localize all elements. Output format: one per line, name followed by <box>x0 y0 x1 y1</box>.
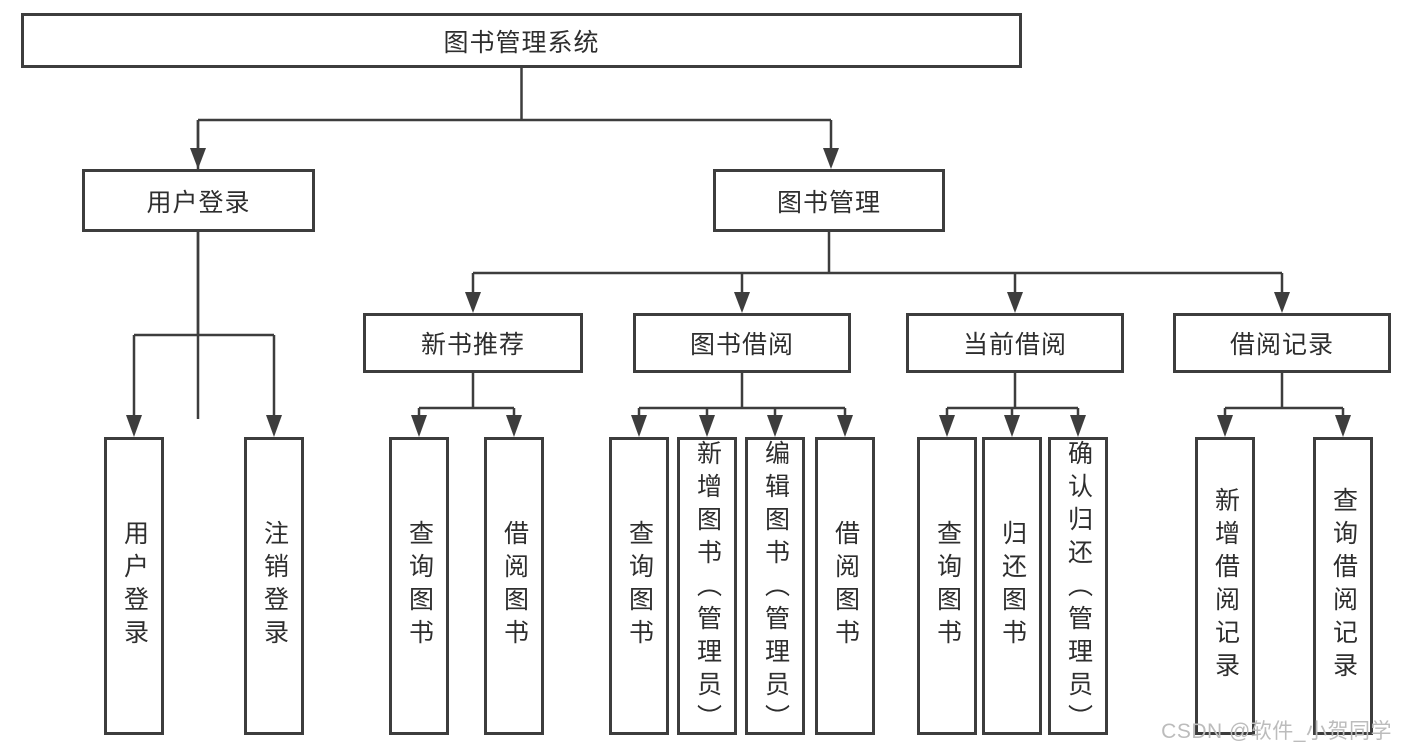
node-leaf-user-login: 用户登录 <box>104 437 164 735</box>
node-book-management: 图书管理 <box>713 169 945 232</box>
arrowhead <box>1070 415 1086 437</box>
node-leaf-query-books-3: 查询图书 <box>917 437 977 735</box>
node-leaf-confirm-return-admin: 确认归还（管理员） <box>1048 437 1108 737</box>
arrowhead <box>823 148 839 169</box>
node-leaf-logout: 注销登录 <box>244 437 304 735</box>
node-leaf-add-borrow-record: 新增借阅记录 <box>1195 437 1255 735</box>
node-user-login: 用户登录 <box>82 169 315 232</box>
node-root-library-management-system: 图书管理系统 <box>21 13 1022 68</box>
node-leaf-query-borrow-record: 查询借阅记录 <box>1313 437 1373 735</box>
arrowhead <box>1274 292 1290 313</box>
node-book-borrowing: 图书借阅 <box>633 313 851 373</box>
arrowhead <box>190 148 206 169</box>
arrowhead <box>1335 415 1351 437</box>
arrowheads <box>126 148 1351 437</box>
node-leaf-query-books-2: 查询图书 <box>609 437 669 735</box>
arrowhead <box>631 415 647 437</box>
arrowhead <box>1007 292 1023 313</box>
tree-edges <box>132 68 1345 419</box>
arrowhead <box>266 415 282 437</box>
node-new-book-recommend: 新书推荐 <box>363 313 583 373</box>
arrowhead <box>1217 415 1233 437</box>
node-leaf-query-books-1: 查询图书 <box>389 437 449 735</box>
csdn-watermark: CSDN @软件_小贺同学 <box>1161 720 1392 743</box>
arrowhead <box>411 415 427 437</box>
arrowhead <box>1004 415 1020 437</box>
arrowhead <box>699 415 715 437</box>
node-leaf-borrow-books-2: 借阅图书 <box>815 437 875 735</box>
node-leaf-edit-books-admin: 编辑图书（管理员） <box>745 437 805 737</box>
arrowhead <box>837 415 853 437</box>
arrowhead <box>734 292 750 313</box>
arrowhead <box>939 415 955 437</box>
arrowhead <box>126 415 142 437</box>
node-leaf-return-books: 归还图书 <box>982 437 1042 735</box>
arrowhead <box>465 292 481 313</box>
arrowhead <box>767 415 783 437</box>
node-leaf-add-books-admin: 新增图书（管理员） <box>677 437 737 737</box>
node-leaf-borrow-books-1: 借阅图书 <box>484 437 544 735</box>
node-current-borrowing: 当前借阅 <box>906 313 1124 373</box>
arrowhead <box>506 415 522 437</box>
node-borrowing-records: 借阅记录 <box>1173 313 1391 373</box>
